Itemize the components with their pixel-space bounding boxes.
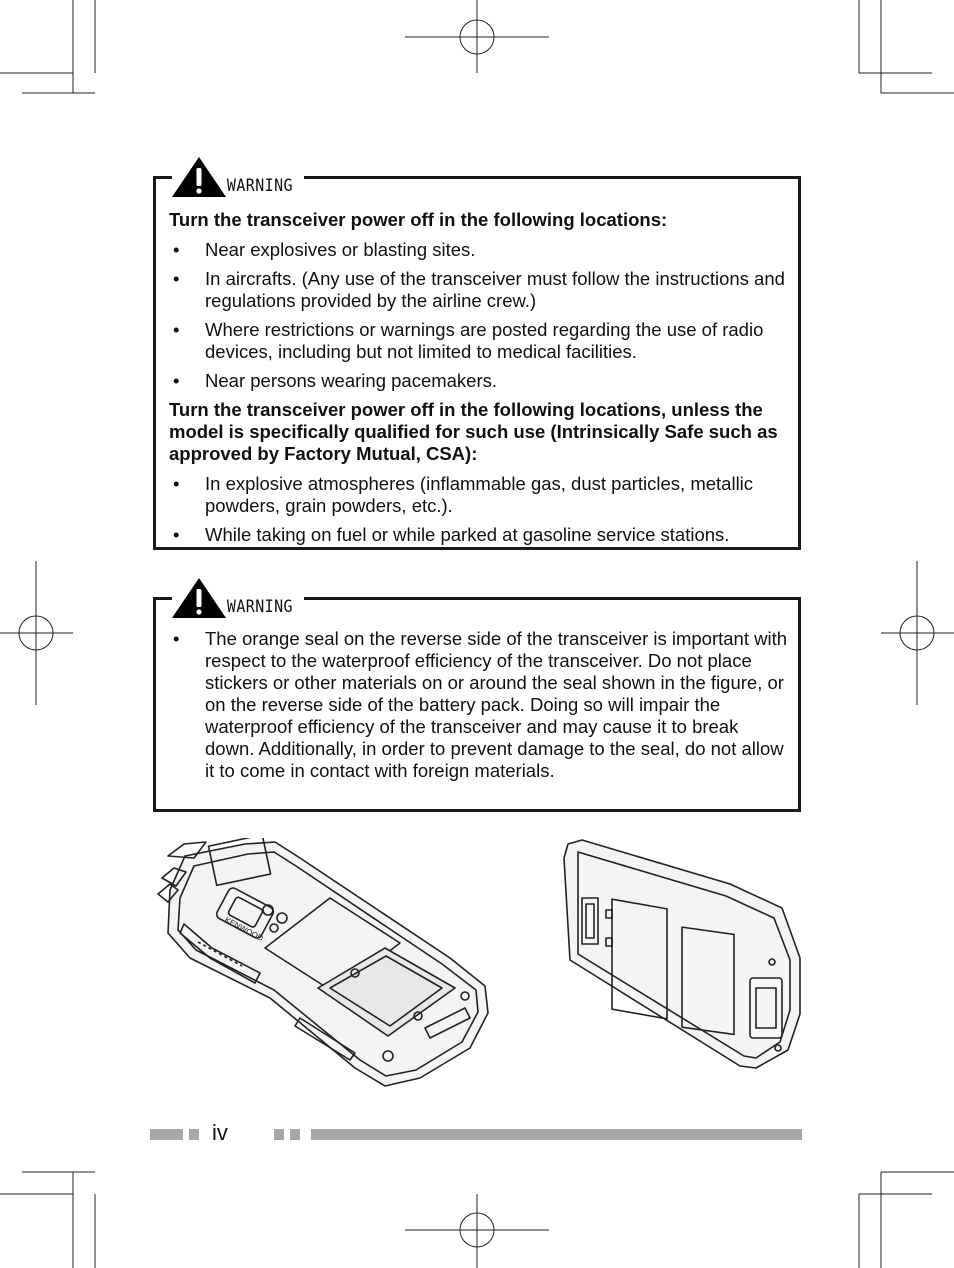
list-item: •Near persons wearing pacemakers. <box>173 370 498 391</box>
footer-bar-segment <box>189 1129 199 1140</box>
bullet: • <box>173 370 180 391</box>
warning-label: WARNING <box>226 597 294 618</box>
list-item: •In explosive atmospheres (inflammable g… <box>173 473 754 516</box>
list-item: •Near explosives or blasting sites. <box>173 239 476 260</box>
list-item: •The orange seal on the reverse side of … <box>173 628 788 781</box>
list-item: •In aircrafts. (Any use of the transceiv… <box>173 268 785 311</box>
seal-warning-list: •The orange seal on the reverse side of … <box>169 628 788 782</box>
explosive-location-list: •In explosive atmospheres (inflammable g… <box>169 473 788 546</box>
warning-box-seal: WARNING •The orange seal on the reverse … <box>153 578 801 812</box>
list-item: •Where restrictions or warnings are post… <box>173 319 764 362</box>
footer-bar-segment <box>150 1129 183 1140</box>
warning-box-locations: WARNING Turn the transceiver power off i… <box>153 157 801 553</box>
footer-bar-segment <box>290 1129 300 1140</box>
exclamation-triangle-icon <box>172 578 226 618</box>
warning-badge: WARNING <box>172 578 305 618</box>
warning-label: WARNING <box>226 176 294 197</box>
bullet: • <box>173 239 180 260</box>
page-number: iv <box>212 1120 228 1145</box>
bullet: • <box>173 524 180 545</box>
bullet: • <box>173 628 180 649</box>
warning-heading: Turn the transceiver power off in the fo… <box>169 209 668 230</box>
bullet: • <box>173 319 180 340</box>
transceiver-rear-illustration: KENWOOD <box>157 838 489 1087</box>
warning-badge: WARNING <box>172 157 305 197</box>
warning-content: Turn the transceiver power off in the fo… <box>169 209 788 553</box>
bullet: • <box>173 473 180 494</box>
list-item: •While taking on fuel or while parked at… <box>173 524 730 545</box>
bullet: • <box>173 268 180 289</box>
warning-content: •The orange seal on the reverse side of … <box>169 628 788 789</box>
location-list: •Near explosives or blasting sites. •In … <box>169 239 788 392</box>
footer-bar-long <box>311 1129 802 1140</box>
footer-bar-segment <box>274 1129 284 1140</box>
battery-pack-illustration <box>563 839 801 1069</box>
exclamation-triangle-icon <box>172 157 226 197</box>
warning-heading-intrinsically-safe: Turn the transceiver power off in the fo… <box>169 399 778 464</box>
